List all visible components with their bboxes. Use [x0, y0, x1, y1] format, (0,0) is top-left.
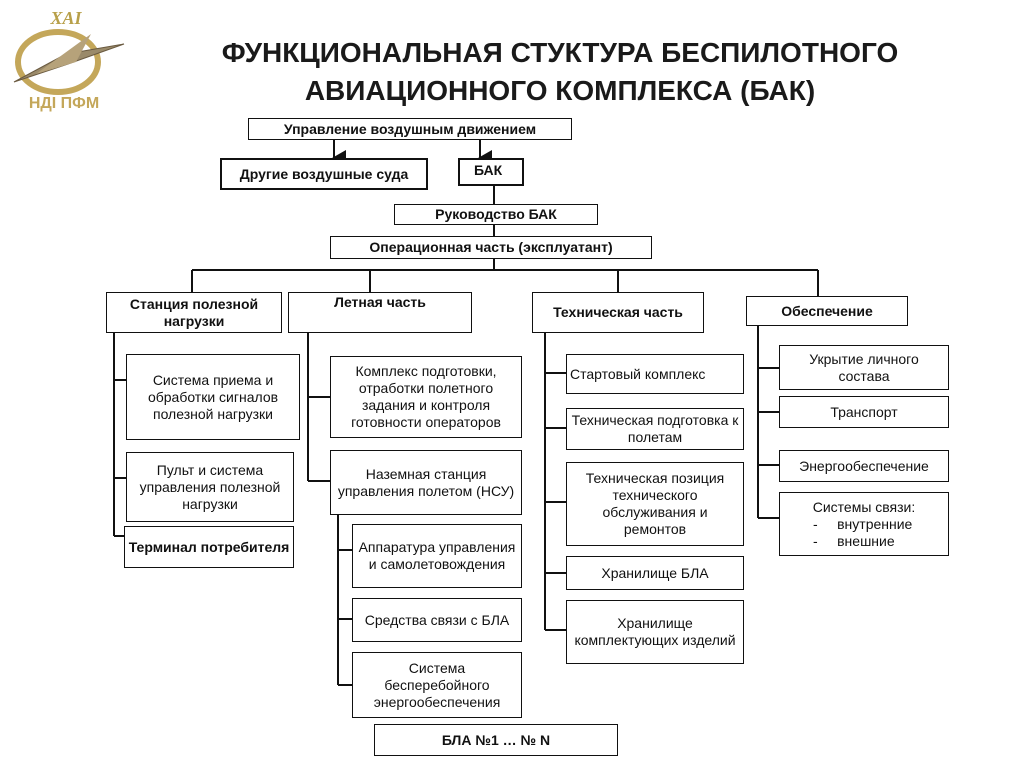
node-payload-station: Станция полезной нагрузки: [106, 292, 282, 333]
node-operational: Операционная часть (эксплуатант): [330, 236, 652, 259]
node-bla-range: БЛА №1 … № N: [374, 724, 618, 756]
node-bak-management: Руководство БАК: [394, 204, 598, 225]
node-consumer-terminal: Терминал потребителя: [124, 526, 294, 568]
node-parts-storage: Хранилище комплектующих изделий: [566, 600, 744, 664]
node-atc: Управление воздушным движением: [248, 118, 572, 140]
node-other-aircraft: Другие воздушные суда: [220, 158, 428, 190]
node-flight-part: Летная часть: [288, 292, 472, 333]
node-bla-storage: Хранилище БЛА: [566, 556, 744, 590]
node-technical-part: Техническая часть: [532, 292, 704, 333]
node-training-complex: Комплекс подготовки, отработки полетного…: [330, 356, 522, 438]
title-line-1: ФУНКЦИОНАЛЬНАЯ СТУКТУРА БЕСПИЛОТНОГО: [221, 37, 899, 68]
node-comm-systems: Системы связи: - внутренние - внешние: [779, 492, 949, 556]
node-comm-means: Средства связи с БЛА: [352, 598, 522, 642]
node-bak: БАК: [458, 158, 524, 186]
comm-systems-title: Системы связи:: [812, 498, 916, 515]
logo-top-text: ХАІ: [49, 8, 82, 28]
title-line-2: АВИАЦИОННОГО КОМПЛЕКСА (БАК): [304, 75, 816, 106]
institute-logo: ХАІ НДІ ПФМ: [13, 8, 125, 112]
node-nav-equipment: Аппаратура управления и самолетовождения: [352, 524, 522, 588]
node-payload-receive: Система приема и обработки сигналов поле…: [126, 354, 300, 440]
node-transport: Транспорт: [779, 396, 949, 428]
node-power-supply: Энергообеспечение: [779, 450, 949, 482]
page-title: ФУНКЦИОНАЛЬНАЯ СТУКТУРА БЕСПИЛОТНОГО АВИ…: [140, 34, 980, 110]
node-personnel-shelter: Укрытие личного состава: [779, 345, 949, 390]
node-payload-remote: Пульт и система управления полезной нагр…: [126, 452, 294, 522]
node-support: Обеспечение: [746, 296, 908, 326]
comm-external: - внешние: [813, 532, 895, 549]
node-tech-position: Техническая позиция технического обслужи…: [566, 462, 744, 546]
node-launch-complex: Стартовый комплекс: [566, 354, 744, 394]
node-ground-station: Наземная станция управления полетом (НСУ…: [330, 450, 522, 515]
node-tech-preparation: Техническая подготовка к полетам: [566, 408, 744, 450]
node-ups: Система бесперебойного энергообеспечения: [352, 652, 522, 718]
logo-bottom-text: НДІ ПФМ: [29, 95, 99, 112]
comm-internal: - внутренние: [813, 515, 913, 532]
